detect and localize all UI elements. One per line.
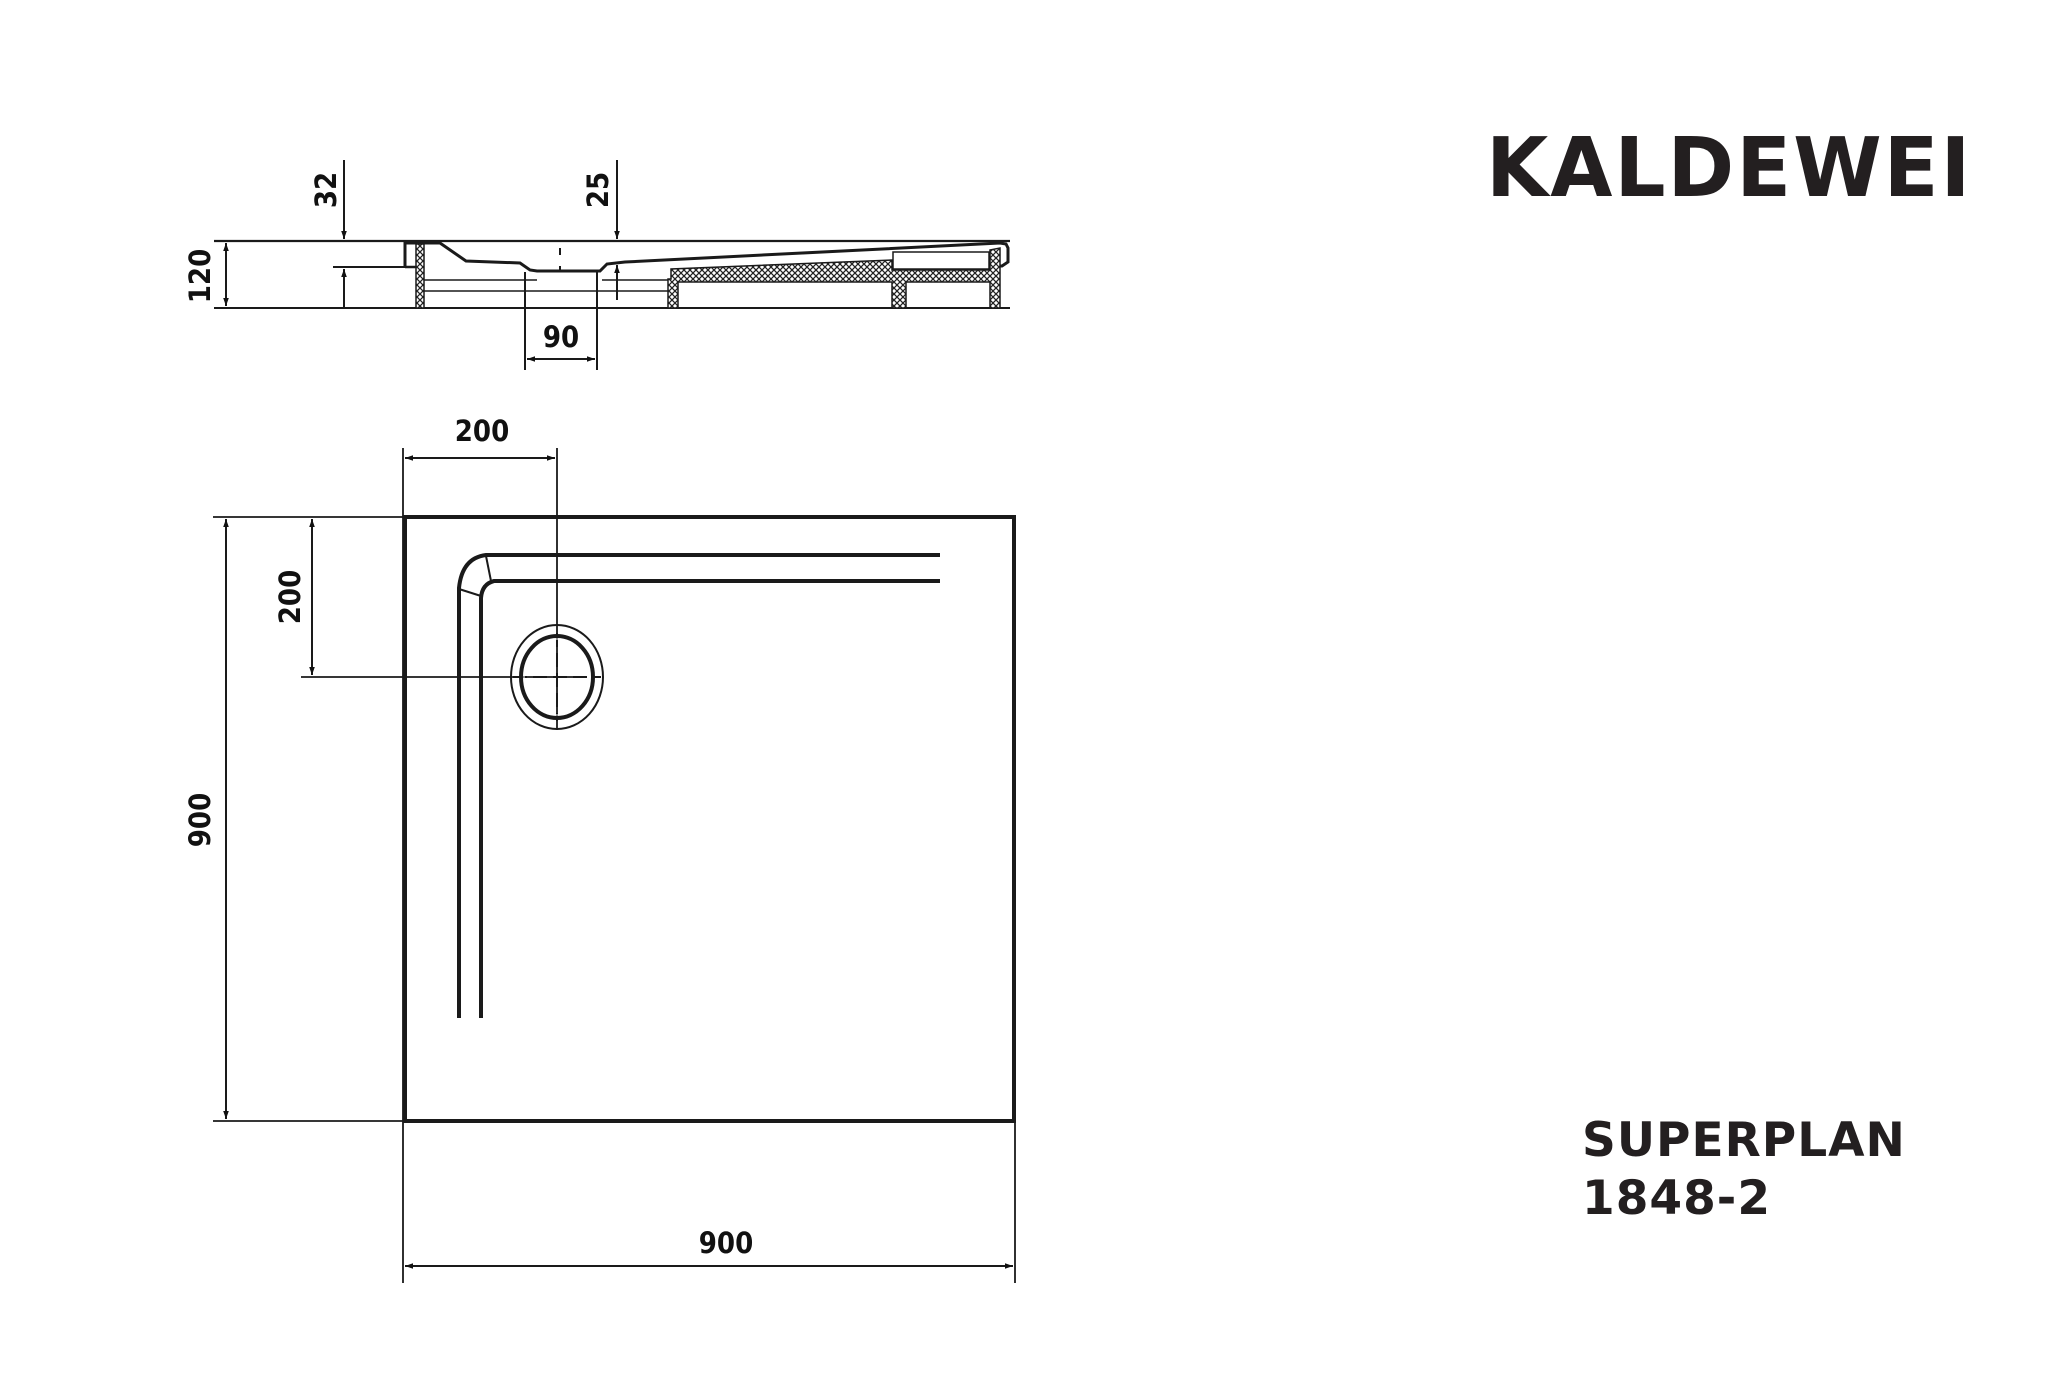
dim-label-drain-y: 200 (273, 570, 307, 624)
product-name: SUPERPLAN (1582, 1113, 1906, 1168)
dim-label-depth: 900 (183, 793, 217, 847)
dim-label-25: 25 (581, 172, 615, 208)
dim-label-120: 120 (183, 249, 217, 303)
plan-view (213, 448, 1016, 1283)
dim-label-drain-x: 200 (455, 414, 509, 448)
dim-label-32: 32 (309, 172, 343, 208)
drain (510, 624, 604, 730)
tray-outline (403, 515, 1016, 1123)
dim-label-90: 90 (543, 320, 579, 354)
product-model: 1848-2 (1582, 1171, 1772, 1226)
section-view (214, 160, 1010, 370)
dim-label-width: 900 (699, 1226, 753, 1260)
brand-logo: KALDEWEI (1486, 121, 1973, 216)
product-label: SUPERPLAN 1848-2 (1582, 1112, 1906, 1228)
